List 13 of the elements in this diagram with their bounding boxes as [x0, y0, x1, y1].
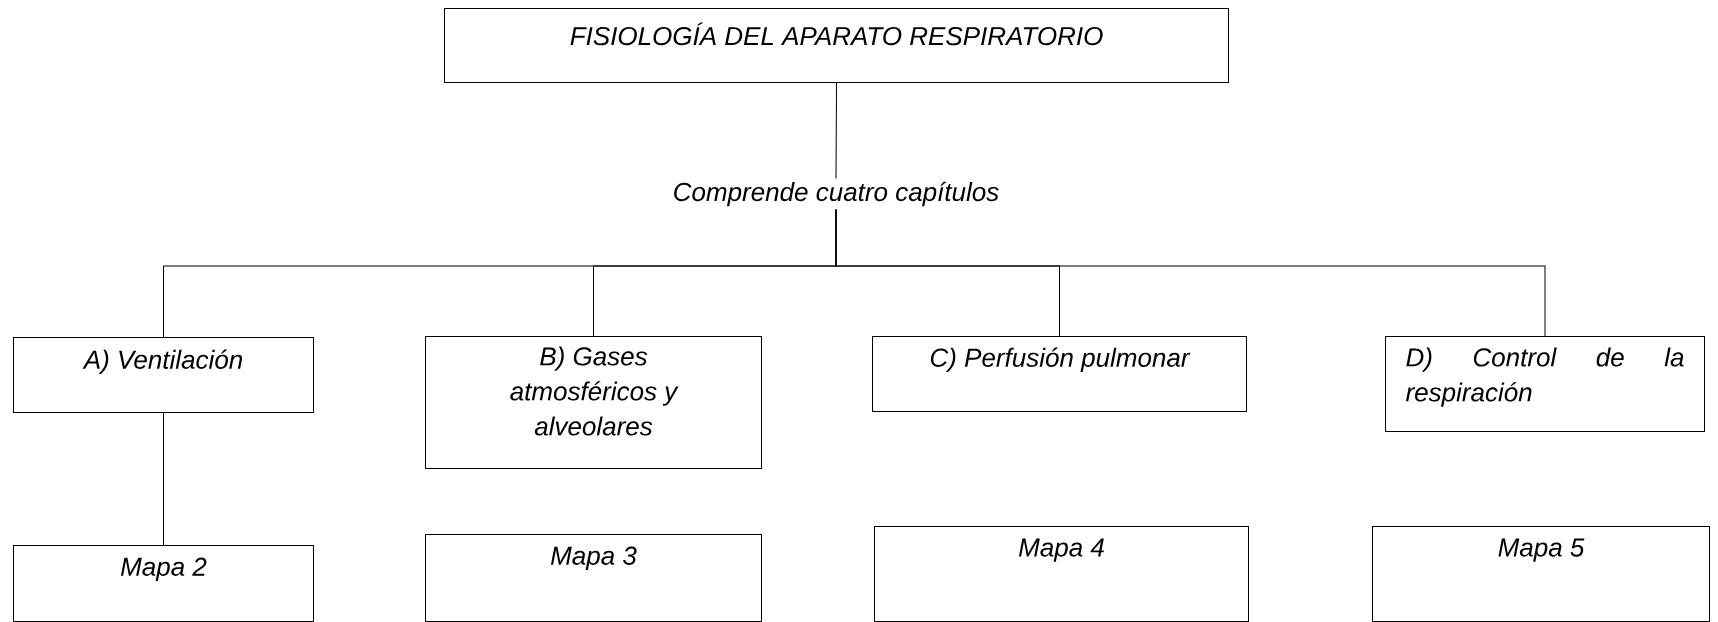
chapter-box: B) Gases atmosféricos y alveolares: [425, 336, 762, 469]
chapter-box: C) Perfusión pulmonar: [872, 336, 1247, 412]
map-box: Mapa 2: [13, 545, 314, 622]
map-box: Mapa 4: [874, 526, 1249, 622]
map-box: Mapa 3: [425, 534, 762, 622]
chapter-box: D) Control de la respiración: [1385, 336, 1705, 432]
title-box: FISIOLOGÍA DEL APARATO RESPIRATORIO: [444, 8, 1229, 83]
connector-line: [835, 82, 837, 180]
connector-line: [835, 209, 1546, 337]
map-box: Mapa 5: [1372, 526, 1710, 622]
chapter-box: A) Ventilación: [13, 337, 314, 413]
connector-line: [163, 412, 164, 546]
connector-text: Comprende cuatro capítulos: [674, 181, 999, 207]
